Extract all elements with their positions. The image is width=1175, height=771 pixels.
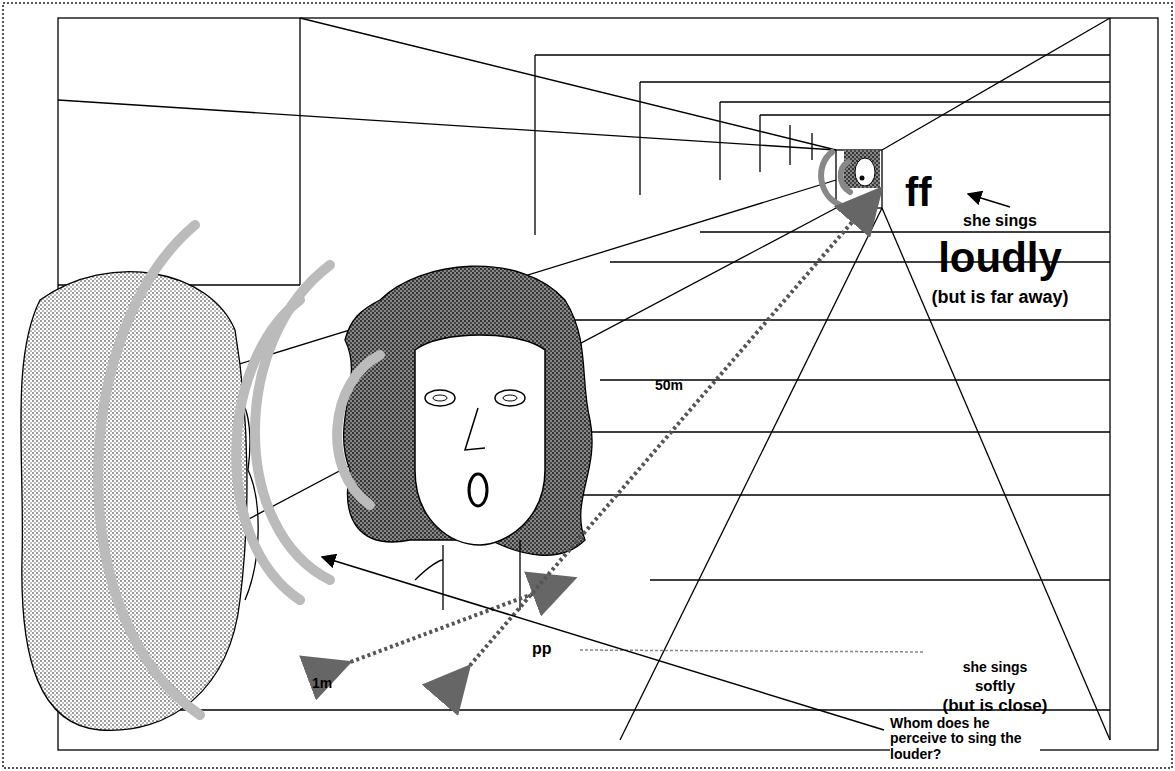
distance-arrows [345,192,878,670]
note-text: she sings [963,660,1028,675]
dynamic-mark: ff [905,170,932,214]
singer-hair [344,266,593,555]
leader-arrow [322,557,884,730]
dimension-label: 1m [312,676,332,691]
leader-arrow [968,194,1010,207]
note-text: (but is far away) [931,288,1068,308]
note-text: (but is close) [943,697,1048,716]
note-text: she sings [963,212,1037,230]
question-text: Whom does he perceive to sing the louder… [890,716,1040,762]
dimension-label: 50m [655,378,683,393]
listener-head [21,272,247,731]
note-text: softly [975,678,1015,695]
note-text: loudly [938,235,1062,281]
sound-waves [98,225,380,715]
singer-face [415,335,545,545]
dynamic-mark: pp [532,640,552,658]
far-singer [821,150,880,205]
